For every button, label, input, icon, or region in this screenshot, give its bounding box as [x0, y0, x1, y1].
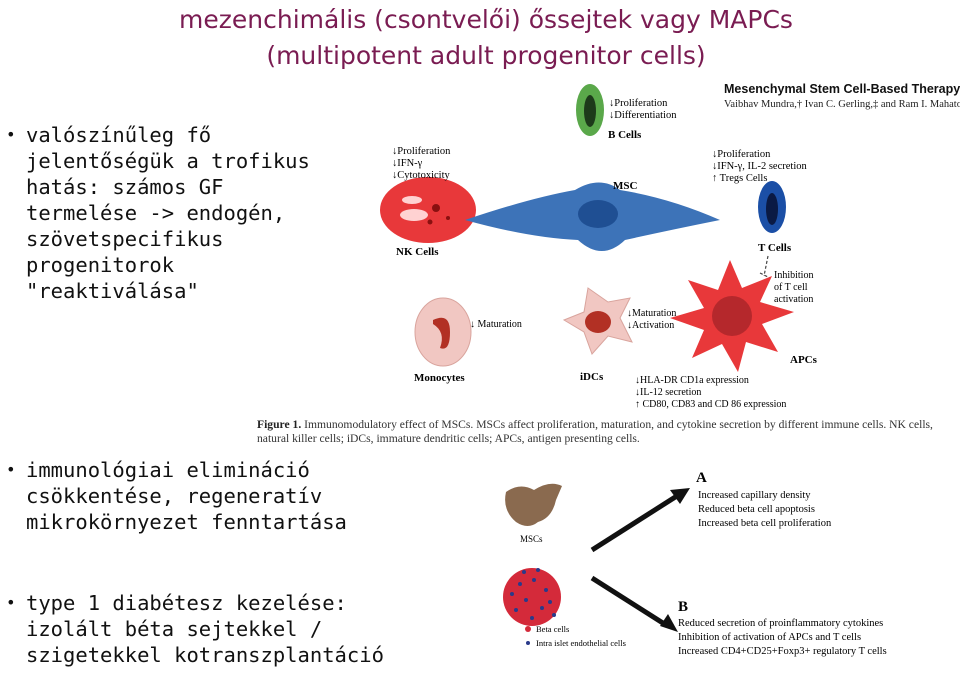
figure2-b-line: Increased CD4+CD25+Foxp3+ regulatory T c…	[678, 646, 887, 657]
b-cell-icon	[576, 84, 604, 136]
bullet-diabetes: • type 1 diabétesz kezelése: izolált bét…	[6, 590, 384, 668]
apc-effect: ↑ CD80, CD83 and CD 86 expression	[635, 399, 786, 410]
figure2-b-line: Reduced secretion of proinflammatory cyt…	[678, 618, 883, 629]
bullet-line: valószínűleg fő	[26, 123, 212, 147]
msc-cell-icon	[465, 182, 720, 251]
apc-label: APCs	[790, 354, 818, 366]
msc-label: MSCs	[520, 534, 543, 544]
figure2-b-line: Inhibition of activation of APCs and T c…	[678, 632, 861, 643]
msc-label: MSC	[613, 180, 638, 192]
bcell-effect: ↓Differentiation	[609, 110, 677, 121]
monocyte-effect: ↓ Maturation	[470, 319, 522, 330]
bullet-line: izolált béta sejtekkel /	[26, 617, 323, 641]
bcell-effect: ↓Proliferation	[609, 98, 668, 109]
tcell-inhibition: Inhibition	[774, 270, 813, 281]
slide-title-line2: (multipotent adult progenitor cells)	[266, 41, 706, 70]
msc-brown-cell-icon	[505, 483, 562, 526]
reference-title: Mesenchymal Stem Cell-Based Therapy	[724, 82, 960, 96]
caption-text: Immunomodulatory effect of MSCs. MSCs af…	[301, 418, 933, 431]
tcell-inhibition: activation	[774, 294, 813, 305]
apc-effect: ↓HLA-DR CD1a expression	[635, 375, 749, 386]
t-cell-icon	[758, 181, 786, 233]
bullet-immunological: • immunológiai elimináció csökkentése, r…	[6, 457, 347, 535]
figure2-a-line: Increased beta cell proliferation	[698, 518, 832, 529]
nk-effect: ↓Cytotoxicity	[392, 170, 451, 181]
caption-bold: Figure 1.	[257, 418, 302, 431]
nk-effect: ↓IFN-γ	[392, 158, 423, 169]
idc-label: iDCs	[580, 371, 604, 383]
bullet-line: csökkentése, regeneratív	[26, 484, 323, 508]
idc-icon	[562, 287, 633, 355]
bullet-line: "reaktiválása"	[26, 279, 199, 303]
bullet-dot: •	[6, 125, 16, 144]
tcell-effect: ↑ Tregs Cells	[712, 173, 767, 184]
monocyte-icon	[414, 297, 472, 367]
idc-effect: ↓Maturation	[627, 308, 676, 319]
figure2-diagram: MSCs Beta cells Intra islet endothelial …	[503, 470, 887, 657]
figure1-caption: Figure 1. Immunomodulatory effect of MSC…	[257, 418, 957, 446]
tcell-inhibition: of T cell	[774, 282, 808, 293]
apc-icon	[670, 260, 794, 372]
tcell-label: T Cells	[758, 242, 792, 254]
nk-effect: ↓Proliferation	[392, 146, 451, 157]
apc-effect: ↓IL-12 secretion	[635, 387, 701, 398]
endothelial-label: Intra islet endothelial cells	[536, 638, 626, 648]
bullet-line: szövetspecifikus	[26, 227, 224, 251]
figure1-diagram: ↓Proliferation ↓Differentiation B Cells …	[380, 84, 818, 410]
idc-effect: ↓Activation	[627, 320, 674, 331]
bullet-trophic: • valószínűleg fő jelentőségük a trofiku…	[6, 122, 310, 304]
beta-label: Beta cells	[536, 624, 569, 634]
slide-title-line1: mezenchimális (csontvelői) őssejtek vagy…	[179, 5, 793, 34]
bcell-label: B Cells	[608, 129, 642, 141]
bullet-dot: •	[6, 460, 16, 479]
monocyte-label: Monocytes	[414, 372, 465, 384]
bullet-line: type 1 diabétesz kezelése:	[26, 591, 347, 615]
bullet-line: szigetekkel kotranszplantáció	[26, 643, 384, 667]
tcell-effect: ↓Proliferation	[712, 149, 771, 160]
bullet-line: mikrokörnyezet fenntartása	[26, 510, 347, 534]
bullet-line: progenitorok	[26, 253, 175, 277]
bullet-line: hatás: számos GF	[26, 175, 224, 199]
nk-cell-icon	[380, 177, 476, 243]
reference-authors: Vaibhav Mundra,† Ivan C. Gerling,‡ and R…	[724, 99, 960, 110]
figure2-a-letter: A	[696, 470, 707, 486]
bullet-line: jelentőségük a trofikus	[26, 149, 310, 173]
nk-label: NK Cells	[396, 246, 439, 258]
tcell-effect: ↓IFN-γ, IL-2 secretion	[712, 161, 807, 172]
caption-text: natural killer cells; iDCs, immature den…	[257, 432, 640, 445]
figure1-reference: Mesenchymal Stem Cell-Based Therapy Vaib…	[724, 82, 960, 110]
bullet-line: immunológiai elimináció	[26, 458, 310, 482]
bullet-line: termelése -> endogén,	[26, 201, 286, 225]
figure2-a-line: Reduced beta cell apoptosis	[698, 504, 815, 515]
islet-icon	[503, 568, 561, 626]
bullet-dot: •	[6, 593, 16, 612]
figure2-a-line: Increased capillary density	[698, 490, 811, 501]
figure2-b-letter: B	[678, 599, 688, 615]
